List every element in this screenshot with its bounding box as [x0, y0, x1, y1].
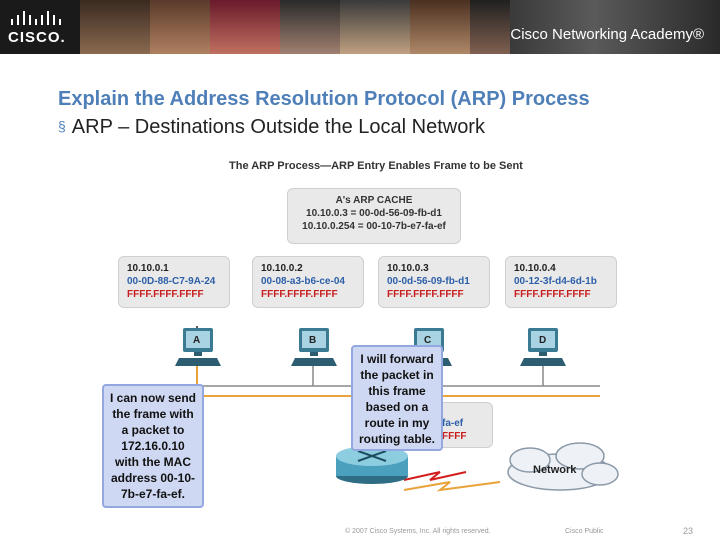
- host-mac: 00-0D-88-C7-9A-24: [127, 276, 216, 287]
- host-label: A: [193, 335, 201, 346]
- callout-line: routing table.: [359, 432, 435, 446]
- host-mac: 00-0d-56-09-fb-d1: [387, 276, 470, 287]
- cisco-bridge-icon: [11, 11, 61, 25]
- router-frame-broadcast: FFFF: [442, 431, 467, 442]
- footer-classification: Cisco Public: [565, 528, 604, 535]
- computer-icon: [291, 328, 337, 366]
- host-label: D: [539, 335, 547, 346]
- bullet-icon: §: [58, 118, 66, 134]
- host-a-callout: I can now send the frame with a packet t…: [102, 384, 204, 508]
- host-ip: 10.10.0.3: [387, 263, 429, 274]
- arp-cache-panel: A's ARP CACHE 10.10.0.3 = 00-0d-56-09-fb…: [287, 188, 461, 244]
- callout-line: with the MAC: [115, 455, 191, 469]
- callout-line: the frame with: [112, 407, 194, 421]
- banner-photo: [210, 0, 280, 54]
- router-callout: I will forward the packet in this frame …: [351, 345, 443, 451]
- academy-title: Cisco Networking Academy®: [510, 26, 704, 43]
- router-arrows-icon: [357, 450, 387, 462]
- host-label: C: [424, 335, 432, 346]
- computer-icon: [520, 328, 566, 366]
- page-number: 23: [683, 526, 694, 536]
- host-d-box: 10.10.0.4 00-12-3f-d4-6d-1b FFFF.FFFF.FF…: [505, 256, 617, 308]
- banner-photo: [410, 0, 470, 54]
- host-ip: 10.10.0.1: [127, 263, 169, 274]
- cisco-logo-text: CISCO.: [8, 29, 66, 46]
- host-label: B: [309, 335, 317, 346]
- host-broadcast: FFFF.FFFF.FFFF: [127, 289, 204, 300]
- host-ip: 10.10.0.4: [514, 263, 556, 274]
- host-mac: 00-08-a3-b6-ce-04: [261, 276, 345, 287]
- cisco-logo: CISCO.: [8, 9, 72, 47]
- arp-cache-heading: A's ARP CACHE: [335, 195, 413, 206]
- callout-line: I will forward: [360, 352, 434, 366]
- header-banner: CISCO. Cisco Networking Academy®: [0, 0, 720, 54]
- host-c-box: 10.10.0.3 00-0d-56-09-fb-d1 FFFF.FFFF.FF…: [378, 256, 490, 308]
- callout-line: address 00-10-: [110, 471, 196, 485]
- network-label: Network: [533, 464, 577, 476]
- host-broadcast: FFFF.FFFF.FFFF: [387, 289, 464, 300]
- host-a-box: 10.10.0.1 00-0D-88-C7-9A-24 FFFF.FFFF.FF…: [118, 256, 230, 308]
- figure-title: The ARP Process—ARP Entry Enables Frame …: [229, 160, 523, 172]
- slide-title: Explain the Address Resolution Protocol …: [58, 88, 590, 110]
- callout-line: a packet to: [121, 423, 185, 437]
- host-mac: 00-12-3f-d4-6d-1b: [514, 276, 597, 287]
- banner-photo: [150, 0, 210, 54]
- network-cloud-icon: [507, 442, 619, 491]
- callout-line: 7b-e7-fa-ef.: [120, 487, 185, 501]
- banner-photo: [280, 0, 340, 54]
- callout-line: this frame: [368, 384, 426, 398]
- host-broadcast: FFFF.FFFF.FFFF: [514, 289, 591, 300]
- callout-line: route in my: [364, 416, 430, 430]
- banner-photo: [80, 0, 150, 54]
- footer-copyright: © 2007 Cisco Systems, Inc. All rights re…: [345, 528, 491, 535]
- computer-icon: [175, 328, 221, 366]
- callout-line: I can now send: [109, 391, 196, 405]
- banner-photo: [340, 0, 410, 54]
- callout-line: 172.16.0.10: [121, 439, 185, 453]
- host-broadcast: FFFF.FFFF.FFFF: [261, 289, 338, 300]
- arp-cache-entry: 10.10.0.254 = 00-10-7b-e7-fa-ef: [302, 221, 446, 232]
- slide-subtitle: § ARP – Destinations Outside the Local Ne…: [58, 116, 485, 139]
- callout-line: based on a: [365, 400, 429, 414]
- banner-photo: [470, 0, 510, 54]
- host-b-box: 10.10.0.2 00-08-a3-b6-ce-04 FFFF.FFFF.FF…: [252, 256, 364, 308]
- arp-figure: The ARP Process—ARP Entry Enables Frame …: [0, 150, 720, 520]
- subtitle-text: ARP – Destinations Outside the Local Net…: [71, 116, 485, 138]
- banner-photo: [510, 0, 720, 54]
- router-frame-mac: fa-ef: [442, 418, 464, 429]
- host-ip: 10.10.0.2: [261, 263, 303, 274]
- wan-link-orange: [403, 481, 501, 492]
- callout-line: the packet in: [360, 368, 434, 382]
- router-frame-box: fa-ef FFFF: [437, 402, 493, 448]
- wan-link-red: [403, 471, 467, 481]
- arp-cache-entry: 10.10.0.3 = 00-0d-56-09-fb-d1: [306, 208, 442, 219]
